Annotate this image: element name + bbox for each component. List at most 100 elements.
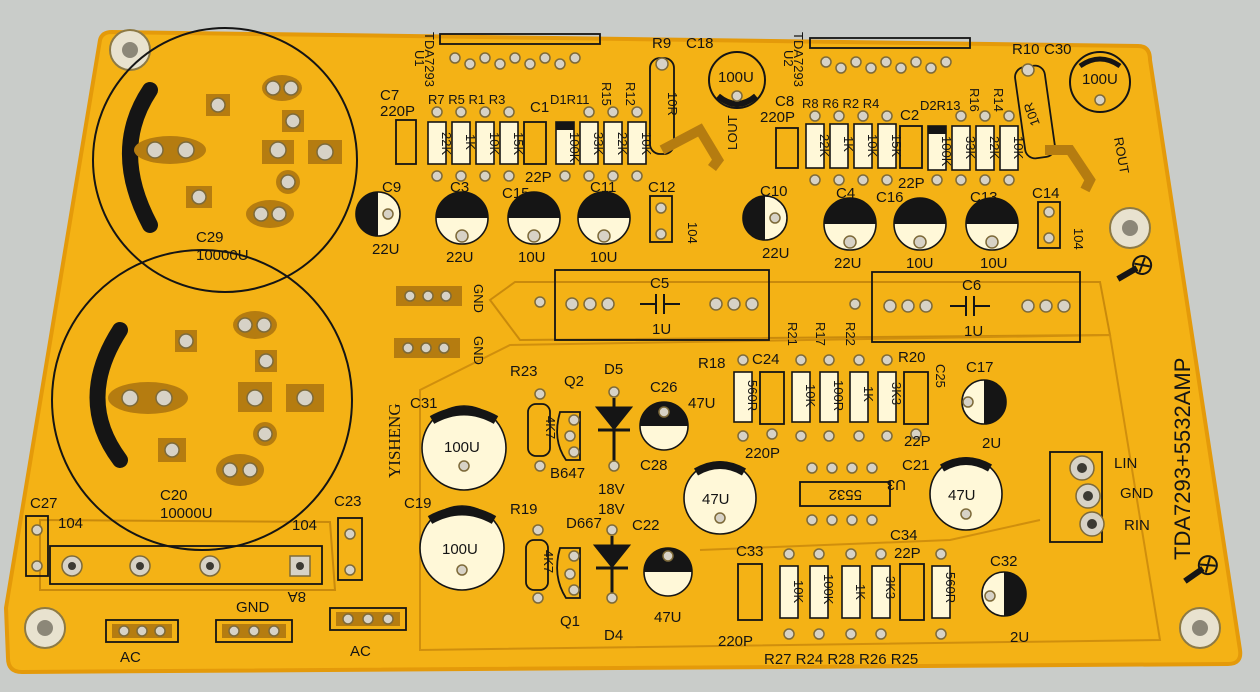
capacitor-c9 <box>355 191 401 237</box>
label-c30: C30 <box>1044 41 1072 58</box>
label-c31: C31 <box>410 395 438 412</box>
diode-d5 <box>594 386 634 472</box>
resistor-r10: 10R <box>1014 63 1096 193</box>
label-c23: C23 <box>334 493 362 510</box>
value-u3: 5532 <box>829 486 862 503</box>
capacitor-c8 <box>775 127 799 169</box>
label-u1: U1 <box>412 50 427 67</box>
value-r19: 4K7 <box>541 550 556 573</box>
svg-text:100R: 100R <box>831 380 846 411</box>
value-c6: 1U <box>964 323 983 340</box>
label-ac-right: AC <box>350 643 371 660</box>
svg-text:10K: 10K <box>1011 136 1026 159</box>
label-c9: C9 <box>382 179 401 196</box>
capacitor-c10 <box>742 195 788 241</box>
label-r16: R16 <box>967 88 982 112</box>
capacitor-c5: C5 1U <box>554 269 770 341</box>
value-c30: 100U <box>1082 71 1118 88</box>
value-c5: 1U <box>652 321 671 338</box>
label-c21: C21 <box>902 457 930 474</box>
value-c17: 2U <box>982 435 1001 452</box>
label-r9: R9 <box>652 35 671 52</box>
mount-hole <box>109 29 151 71</box>
svg-text:22K: 22K <box>987 136 1002 159</box>
value-c27: 104 <box>58 515 83 532</box>
value-c10: 22U <box>762 245 790 262</box>
svg-text:47U: 47U <box>948 487 976 504</box>
value-c8: 220P <box>760 109 795 126</box>
gnd-terminal-1 <box>396 286 462 306</box>
label-c27: C27 <box>30 495 58 512</box>
resistor-r19 <box>525 539 549 591</box>
label-r21: R21 <box>785 322 800 346</box>
label-gnd-1: GND <box>471 284 486 313</box>
label-c2: C2 <box>900 107 919 124</box>
label-tda-right: TDA7293 <box>791 32 806 87</box>
label-r20: R20 <box>898 349 926 366</box>
label-c24: C24 <box>752 351 780 368</box>
label-gnd-2: GND <box>471 336 486 365</box>
tda-left-heatsink <box>439 33 601 45</box>
label-c29: C29 <box>196 229 224 246</box>
value-c32: 2U <box>1010 629 1029 646</box>
value-c25: 22P <box>904 433 931 450</box>
capacitor-c12 <box>649 195 673 243</box>
value-c16: 10U <box>906 255 934 272</box>
label-r14: R14 <box>991 88 1006 112</box>
label-r10: R10 <box>1012 41 1040 58</box>
value-c11: 10U <box>590 249 618 266</box>
svg-text:22K: 22K <box>615 132 630 155</box>
label-rin: RIN <box>1124 517 1150 534</box>
value-c1: 22P <box>525 169 552 186</box>
svg-text:1K: 1K <box>861 386 876 402</box>
capacitor-c19: 100U <box>419 505 505 591</box>
ac-terminal-left <box>105 619 179 643</box>
svg-text:33K: 33K <box>591 132 606 155</box>
svg-text:560R: 560R <box>745 380 760 411</box>
screw-icon <box>1116 255 1153 282</box>
label-q2: Q2 <box>564 373 584 390</box>
label-c14: C14 <box>1032 185 1060 202</box>
label-c17: C17 <box>966 359 994 376</box>
resistor-row-right: 22K 1K 10K 15K 100K 33K 22K 10K <box>805 110 1026 186</box>
transistor-q2 <box>556 411 581 461</box>
capacitor-c11 <box>577 191 631 245</box>
label-c1: C1 <box>530 99 549 116</box>
capacitor-c14 <box>1037 201 1061 249</box>
label-r15: R15 <box>599 82 614 106</box>
label-c26: C26 <box>650 379 678 396</box>
label-lin: LIN <box>1114 455 1137 472</box>
label-tda-left: TDA7293 <box>422 32 437 87</box>
mount-hole <box>1179 607 1221 649</box>
svg-text:1K: 1K <box>841 136 856 152</box>
screw-icon <box>1183 555 1218 584</box>
capacitor-c17 <box>961 379 1007 425</box>
mount-hole <box>24 607 66 649</box>
svg-text:33K: 33K <box>963 136 978 159</box>
svg-text:100U: 100U <box>442 541 478 558</box>
label-c8: C8 <box>775 93 794 110</box>
label-r19: R19 <box>510 501 538 518</box>
value-c26: 47U <box>688 395 716 412</box>
svg-text:1K: 1K <box>853 584 868 600</box>
tda-right-heatsink <box>809 37 971 49</box>
label-c7: C7 <box>380 87 399 104</box>
svg-text:47U: 47U <box>702 491 730 508</box>
value-c24: 220P <box>745 445 780 462</box>
label-c25: C25 <box>933 364 948 388</box>
label-ac-left: AC <box>120 649 141 666</box>
label-c33: C33 <box>736 543 764 560</box>
board-title: TDA7293+5532AMP <box>1170 358 1195 560</box>
capacitor-c28: 47U <box>683 461 757 535</box>
input-terminal <box>1049 451 1105 543</box>
value-c33: 220P <box>718 633 753 650</box>
label-c19: C19 <box>404 495 432 512</box>
label-d5: D5 <box>604 361 623 378</box>
svg-text:1K: 1K <box>463 134 478 150</box>
pcb-board <box>3 29 1243 675</box>
label-rout: ROUT <box>1111 136 1132 175</box>
label-c11: C11 <box>590 179 616 196</box>
value-d5: 18V <box>598 481 625 498</box>
value-c12: 104 <box>685 222 700 244</box>
